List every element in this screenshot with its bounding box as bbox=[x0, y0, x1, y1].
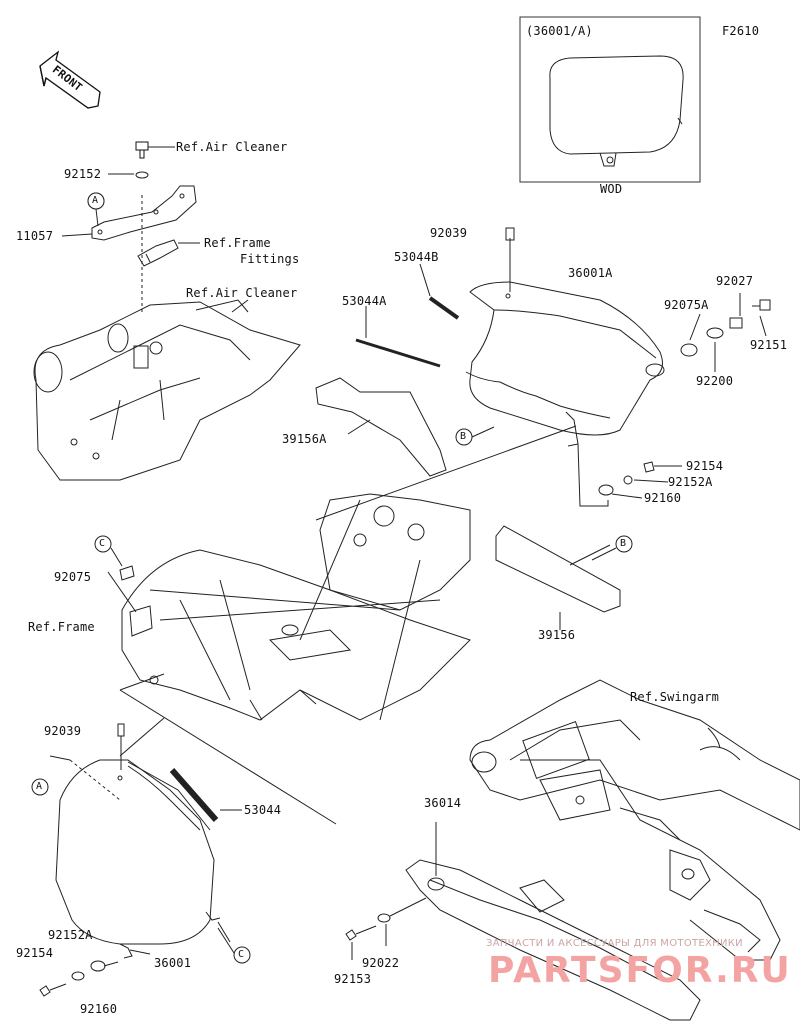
inset-title: (36001/A) bbox=[526, 24, 593, 38]
callout-c-low: C bbox=[238, 949, 245, 960]
callout-c-low-circle bbox=[233, 946, 251, 964]
ref-frame-fittings-1: Ref.Frame bbox=[204, 236, 271, 250]
part-53044A: 53044A bbox=[342, 294, 387, 308]
inset-frame bbox=[519, 16, 701, 183]
ref-air-cleaner-mid: Ref.Air Cleaner bbox=[186, 286, 298, 300]
part-92039-low: 92039 bbox=[44, 724, 82, 738]
part-36001: 36001 bbox=[154, 956, 192, 970]
part-92160-right: 92160 bbox=[644, 491, 682, 505]
plate-39156 bbox=[495, 525, 621, 613]
part-92027: 92027 bbox=[716, 274, 754, 288]
chain-guard-36014 bbox=[405, 769, 761, 1021]
callout-a-top: A bbox=[92, 195, 99, 206]
air-cleaner-drawing bbox=[33, 299, 301, 481]
part-92075A: 92075A bbox=[664, 298, 709, 312]
part-92153: 92153 bbox=[334, 972, 372, 986]
part-53044B: 53044B bbox=[394, 250, 439, 264]
part-92200: 92200 bbox=[696, 374, 734, 388]
plate-39156A bbox=[315, 377, 447, 477]
callout-c-upper-circle bbox=[94, 535, 112, 553]
callout-b-lower-circle bbox=[615, 535, 633, 553]
diagram-code: F2610 bbox=[722, 24, 760, 38]
frame-drawing bbox=[121, 493, 471, 721]
callout-b-upper: B bbox=[460, 431, 467, 442]
part-92022: 92022 bbox=[362, 956, 400, 970]
part-92152A-right: 92152A bbox=[668, 475, 713, 489]
part-11057: 11057 bbox=[16, 229, 54, 243]
callout-a-top-circle bbox=[87, 192, 105, 210]
front-arrow-icon bbox=[39, 50, 101, 109]
part-92075: 92075 bbox=[54, 570, 92, 584]
side-cover-36001A bbox=[465, 281, 665, 447]
callout-c-upper: C bbox=[99, 538, 106, 549]
callout-b-lower: B bbox=[620, 538, 627, 549]
inset-caption: WOD bbox=[600, 182, 623, 196]
ref-frame-fittings-2: Fittings bbox=[240, 252, 300, 266]
part-92152-top: 92152 bbox=[64, 167, 102, 181]
part-39156A: 39156A bbox=[282, 432, 327, 446]
tube-53044 bbox=[169, 768, 219, 822]
swingarm-drawing bbox=[469, 679, 800, 961]
part-92160-left: 92160 bbox=[80, 1002, 118, 1016]
inset-side-cover bbox=[549, 55, 684, 155]
part-92039-top: 92039 bbox=[430, 226, 468, 240]
callout-a-low: A bbox=[36, 781, 43, 792]
tube-53044B bbox=[428, 296, 460, 320]
ref-frame: Ref.Frame bbox=[28, 620, 95, 634]
part-92154-left: 92154 bbox=[16, 946, 54, 960]
part-36014: 36014 bbox=[424, 796, 462, 810]
side-cover-36001 bbox=[55, 759, 221, 959]
ref-swingarm: Ref.Swingarm bbox=[630, 690, 720, 704]
part-92152A-left: 92152A bbox=[48, 928, 93, 942]
part-53044: 53044 bbox=[244, 803, 282, 817]
watermark-brand: PARTSFOR.RU bbox=[488, 950, 792, 991]
callout-a-low-circle bbox=[31, 778, 49, 796]
ref-air-cleaner-top: Ref.Air Cleaner bbox=[176, 140, 288, 154]
part-39156: 39156 bbox=[538, 628, 576, 642]
part-36001A: 36001A bbox=[568, 266, 613, 280]
tube-53044A bbox=[355, 338, 441, 368]
part-92154-right: 92154 bbox=[686, 459, 724, 473]
part-92151: 92151 bbox=[750, 338, 788, 352]
watermark-tagline: ЗАПЧАСТИ И АКСЕССУАРЫ ДЛЯ МОТОТЕХНИКИ bbox=[486, 938, 743, 949]
bracket-11057 bbox=[91, 185, 197, 241]
